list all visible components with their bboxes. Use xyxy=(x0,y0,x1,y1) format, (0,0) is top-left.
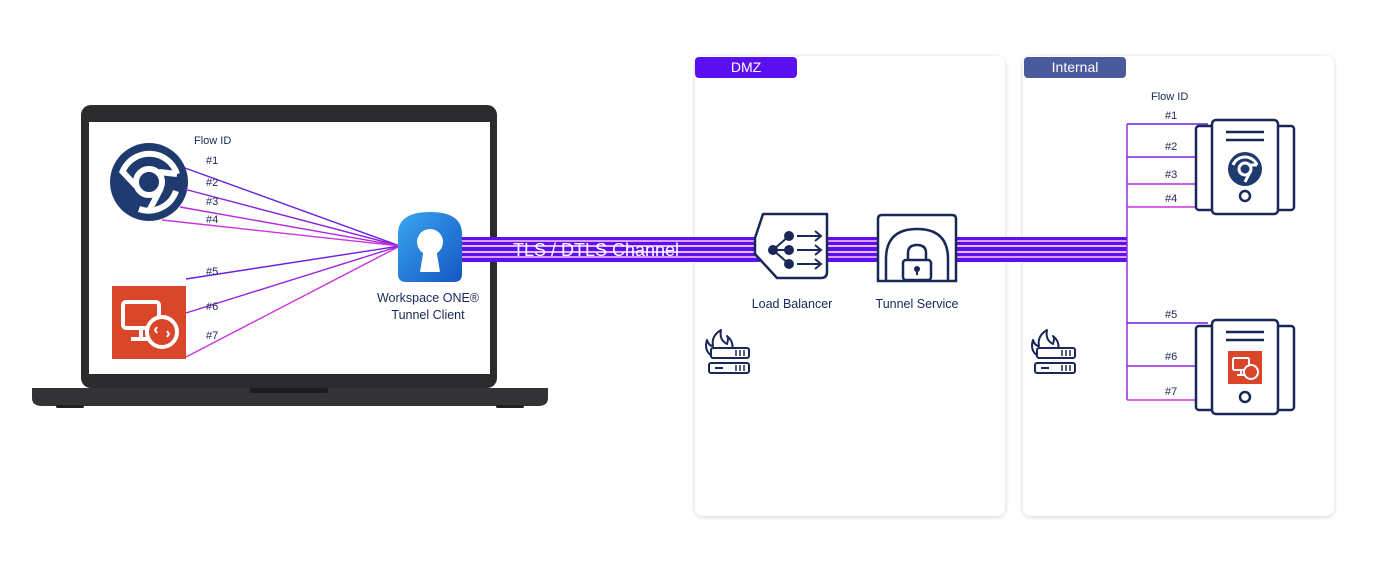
internal-flow-label-5: #5 xyxy=(1165,309,1177,321)
server-icon xyxy=(1194,118,1296,216)
firewall-icon xyxy=(1031,329,1076,374)
client-flow-label-2: #2 xyxy=(206,177,218,189)
laptop-base xyxy=(32,388,548,406)
load-balancer-icon xyxy=(753,212,829,280)
tunnel-service-label: Tunnel Service xyxy=(876,297,959,311)
laptop-foot-right xyxy=(496,405,524,408)
internal-flow-label-3: #3 xyxy=(1165,169,1177,181)
client-flow-label-4: #4 xyxy=(206,214,218,226)
internal-tag-label: Internal xyxy=(1052,59,1099,75)
client-flow-line-7 xyxy=(185,245,401,358)
keyhole-shield-icon xyxy=(398,212,462,282)
dmz-zone-panel xyxy=(695,56,1005,516)
client-flow-label-7: #7 xyxy=(206,330,218,342)
tunnel-client-label-line2: Tunnel Client xyxy=(391,308,465,322)
remote-desktop-icon xyxy=(1228,351,1262,384)
internal-flow-label-2: #2 xyxy=(1165,141,1177,153)
internal-flow-label-6: #6 xyxy=(1165,351,1177,363)
client-flow-line-1 xyxy=(184,167,401,247)
client-flow-label-1: #1 xyxy=(206,155,218,167)
client-flow-line-6 xyxy=(185,245,401,314)
server-icon xyxy=(1194,318,1296,416)
internal-flow-label-4: #4 xyxy=(1165,193,1177,205)
client-flow-label-5: #5 xyxy=(206,266,218,278)
dmz-tag xyxy=(695,57,797,78)
client-flow-lines xyxy=(161,167,401,358)
internal-tag xyxy=(1024,57,1126,78)
internal-flow-lines xyxy=(1126,123,1208,401)
internal-flow-id-label: Flow ID xyxy=(1151,91,1188,103)
padlock-arch-icon xyxy=(876,213,958,283)
remote-desktop-icon xyxy=(112,286,186,359)
internal-flow-label-7: #7 xyxy=(1165,386,1177,398)
chromium-browser-icon xyxy=(110,143,188,221)
chromium-browser-icon xyxy=(1228,152,1262,186)
load-balancer-label: Load Balancer xyxy=(752,297,833,311)
dmz-tag-label: DMZ xyxy=(731,59,762,75)
client-flow-line-2 xyxy=(183,188,401,247)
client-flow-label-3: #3 xyxy=(206,196,218,208)
laptop-foot-left xyxy=(56,405,84,408)
client-flow-id-label: Flow ID xyxy=(194,135,231,147)
client-flow-label-6: #6 xyxy=(206,301,218,313)
tls-dtls-channel-label: TLS / DTLS Channel xyxy=(513,240,679,260)
laptop-notch xyxy=(250,388,328,393)
client-flow-line-4 xyxy=(161,219,401,247)
firewall-icon xyxy=(705,329,750,374)
tunnel-client-label-line1: Workspace ONE® xyxy=(377,291,480,305)
client-flow-line-5 xyxy=(185,245,401,280)
client-flow-line-3 xyxy=(179,206,401,247)
internal-flow-label-1: #1 xyxy=(1165,110,1177,122)
